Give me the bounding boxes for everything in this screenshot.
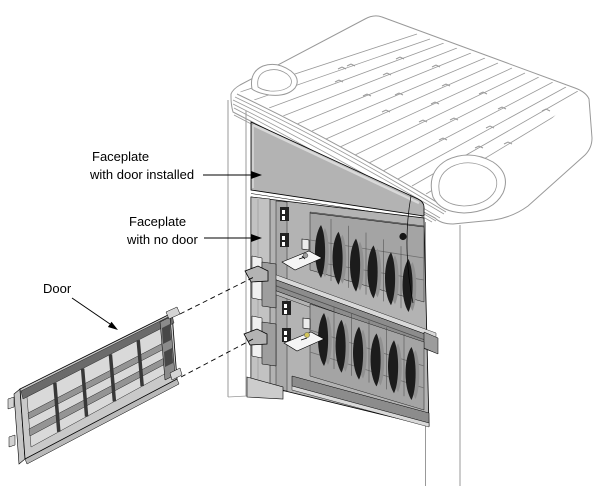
control-button-lower [302, 317, 311, 330]
cap-corner-pods [251, 63, 506, 214]
drive-module [370, 327, 387, 390]
cap-front-edge [236, 93, 449, 210]
dash-line-upper [179, 276, 255, 315]
front-left-pod-inner [257, 69, 292, 92]
door-bar [53, 382, 61, 432]
vent-slat-line [397, 86, 567, 180]
bottom-rail [291, 375, 430, 428]
latch-bracket [282, 328, 291, 342]
fascia-stripe [234, 96, 447, 213]
callout-door: Door [43, 281, 118, 330]
panel-hole [399, 232, 407, 241]
callout-arrowhead [251, 234, 262, 242]
control-tray-upper [281, 250, 323, 271]
pillar-foot [246, 376, 284, 400]
status-led-upper [302, 252, 309, 259]
left-pillar-foot-line [227, 395, 248, 398]
door-corner-cap-top [165, 306, 181, 320]
door-hinge-block [164, 348, 173, 367]
door-bar [136, 340, 144, 387]
callout-arrow-line [71, 297, 111, 325]
latch-bracket [280, 207, 289, 221]
front-right-pod-inner [438, 162, 498, 207]
dash-line-lower [180, 338, 254, 378]
label-faceplate-with-door-line2: with door installed [89, 167, 194, 182]
door-pin-bottom [8, 434, 16, 448]
upper-drive-row [309, 211, 425, 312]
vent-slat-line [282, 47, 458, 117]
door-pin-top [7, 396, 15, 410]
bottom-rail-lip [291, 385, 430, 428]
door-bar [80, 368, 89, 417]
vent-slat-line [296, 52, 472, 125]
drive-modules-lower [318, 307, 420, 400]
drive-module [353, 320, 370, 383]
drive-module [388, 334, 405, 397]
label-faceplate-with-door-line1: Faceplate [92, 149, 149, 164]
drive-module [367, 239, 384, 302]
drive-module [405, 347, 420, 400]
callout-faceplate-no-door: Faceplate with no door [126, 214, 262, 247]
control-trays [281, 238, 325, 352]
vent-slat-line [354, 72, 526, 156]
callout-arrowhead [251, 171, 262, 179]
tray-marking [300, 337, 308, 341]
lower-drive-row [309, 303, 425, 411]
panel-crease [406, 195, 414, 304]
vent-slat-line [382, 81, 554, 172]
hinge-tab-upper [244, 265, 269, 283]
drive-rail [309, 212, 425, 228]
latch-bracket [280, 233, 289, 247]
label-door: Door [43, 281, 72, 296]
vent-slat-line [339, 67, 513, 148]
status-led-lower [304, 332, 310, 338]
tower-top-cap [230, 15, 593, 225]
control-button-upper [301, 238, 310, 251]
drive-module [385, 246, 402, 309]
control-tray-lower [283, 331, 325, 352]
faceplate-no-door-bay [243, 195, 439, 428]
vent-slat-line [268, 42, 445, 109]
drive-module [315, 219, 332, 281]
drive-modules-upper [315, 219, 417, 312]
vent-slat-line [311, 57, 486, 132]
latch-brackets [280, 207, 291, 342]
label-faceplate-no-door-line1: Faceplate [129, 214, 186, 229]
drive-module [402, 259, 417, 312]
callout-arrowhead [107, 321, 118, 330]
front-left-pod [251, 63, 298, 96]
callout-faceplate-with-door: Faceplate with door installed [89, 149, 262, 182]
drive-module [332, 225, 349, 288]
drive-module [335, 313, 352, 376]
door-grille [7, 306, 183, 465]
label-faceplate-no-door-line2: with no door [126, 232, 198, 247]
vent-slats [240, 33, 580, 195]
faceplate-top-highlight [252, 123, 420, 205]
latch-bracket [282, 301, 291, 315]
door-bar [108, 354, 117, 402]
door-vertical-bars [53, 340, 144, 432]
vent-slat-line [325, 62, 499, 140]
front-right-pod [430, 154, 506, 214]
alignment-dashes [179, 276, 255, 378]
drive-module [350, 232, 367, 295]
shelf-groove [259, 279, 437, 345]
door-top-rail [20, 314, 175, 400]
door-corner-cap-bottom [169, 367, 183, 381]
door-hinge-block [162, 324, 171, 344]
vent-slat-line [368, 76, 540, 164]
